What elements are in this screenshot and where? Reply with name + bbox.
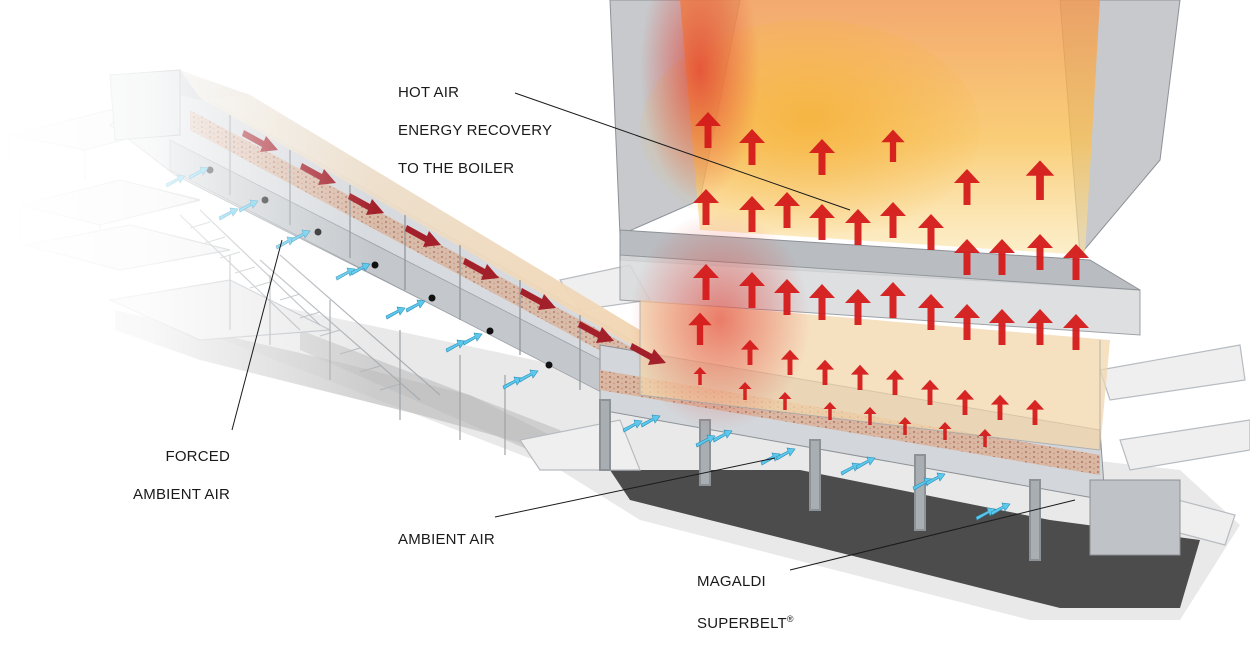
forced-air-line2: AMBIENT AIR <box>133 486 230 503</box>
superbelt-line2: SUPERBELT® <box>697 610 794 633</box>
forced-air-label: FORCED AMBIENT AIR <box>110 428 230 523</box>
superbelt-name: SUPERBELT <box>697 615 787 632</box>
superbelt-system-illustration <box>0 0 1250 625</box>
leader-superbelt <box>789 499 1076 571</box>
superbelt-line1: MAGALDI <box>697 573 766 590</box>
hot-air-line1: HOT AIR <box>398 84 460 101</box>
leader-hot-air <box>514 92 851 211</box>
registered-mark: ® <box>786 614 794 624</box>
hot-air-line2: ENERGY RECOVERY <box>398 122 553 139</box>
leader-ambient-air <box>494 457 776 518</box>
ambient-air-text: AMBIENT AIR <box>398 531 495 548</box>
superbelt-label: MAGALDI SUPERBELT® <box>697 553 794 652</box>
leader-lines <box>231 92 1076 571</box>
forced-air-line1: FORCED <box>165 448 230 465</box>
hot-air-line3: TO THE BOILER <box>398 160 515 177</box>
leader-forced-air <box>231 239 283 431</box>
hot-air-label: HOT AIR ENERGY RECOVERY TO THE BOILER <box>398 64 552 197</box>
ambient-air-label: AMBIENT AIR <box>398 511 495 568</box>
